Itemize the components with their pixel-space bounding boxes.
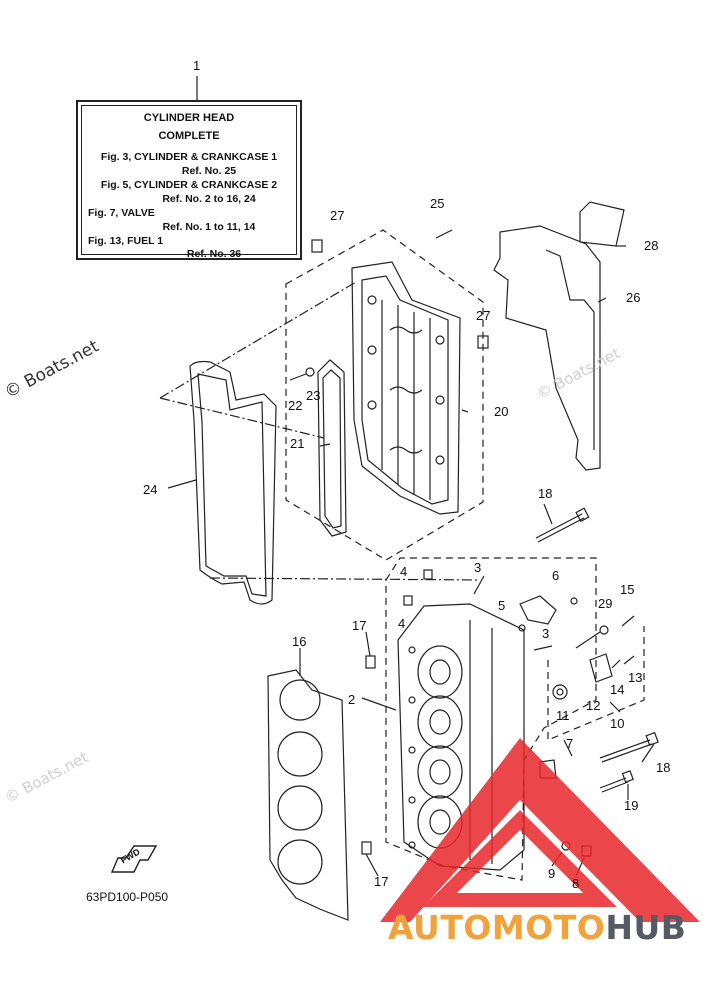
part-number-label: 13: [628, 670, 643, 685]
diagram-code: 63PD100-P050: [86, 890, 169, 904]
part-number-label: 5: [498, 598, 506, 613]
part-number-label: 11: [556, 708, 570, 723]
long-bolt-bottom: [599, 731, 659, 763]
part-number-label: 15: [620, 582, 635, 597]
sensor-assembly: [552, 625, 613, 700]
box-subtitle: COMPLETE: [158, 130, 220, 142]
part-number-label: 18: [656, 760, 671, 775]
part-number-label: 17: [374, 874, 389, 889]
part-number-label: 9: [548, 866, 556, 881]
part-number-label: 27: [476, 308, 491, 323]
cover-plate: [493, 201, 625, 471]
automotohub-logo: AUTOMOTOHUB: [388, 908, 686, 947]
part-number-label: 20: [494, 404, 509, 419]
fwd-label: FWD: [118, 846, 142, 866]
long-bolt-top: [535, 507, 590, 543]
part-number-label: 1: [193, 58, 201, 73]
part-number-label: 12: [586, 698, 601, 713]
part-number-label: 22: [288, 398, 303, 413]
thermostat-cover: [519, 595, 557, 625]
part-number-label: 17: [352, 618, 367, 633]
logo-triangle-icon: [380, 738, 700, 922]
bolt-19: [599, 770, 634, 793]
part-number-label: 4: [398, 616, 406, 631]
head-gasket-24: [189, 360, 277, 605]
box-ref-line: Fig. 5, CYLINDER & CRANKCASE 2: [100, 179, 278, 191]
part-number-label: 18: [538, 486, 553, 501]
part-number-label: 28: [644, 238, 659, 253]
fwd-arrow-icon: [110, 845, 158, 873]
part-number-label: 21: [290, 436, 305, 451]
box-ref-line: Fig. 3, CYLINDER & CRANKCASE 1: [100, 151, 278, 163]
part-number-label: 14: [610, 682, 625, 697]
head-dashed-outline: [385, 557, 597, 881]
part-number-label: 3: [542, 626, 550, 641]
box-ref-line: Fig. 7, VALVE: [88, 207, 155, 219]
part-number-label: 6: [552, 568, 560, 583]
part-number-label: 10: [610, 716, 625, 731]
part-number-label: 25: [430, 196, 445, 211]
box-title: CYLINDER HEAD: [143, 112, 235, 124]
part-number-label: 19: [624, 798, 639, 813]
box-ref-line: Ref. No. 25: [181, 165, 237, 177]
part-number-label: 26: [626, 290, 641, 305]
part-number-label: 4: [400, 564, 408, 579]
bolt-22: [289, 367, 315, 381]
part-number-label: 16: [292, 634, 307, 649]
logo-text-part1: AUTOMOTO: [388, 908, 606, 947]
part-number-label: 23: [306, 388, 321, 403]
part-number-label: 27: [330, 208, 345, 223]
cover-gasket: [317, 359, 347, 537]
cylinder-gasket: [267, 669, 349, 921]
part-number-label: 29: [598, 596, 613, 611]
part-number-label: 3: [474, 560, 482, 575]
part-number-label: 8: [572, 876, 580, 891]
logo-text-part2: HUB: [605, 908, 687, 947]
box-ref-line: Ref. No. 2 to 16, 24: [162, 193, 256, 205]
head-cover: [351, 261, 461, 515]
cover-dashed-outline: [285, 229, 484, 561]
cylinder-head-complete-box: CYLINDER HEAD COMPLETE Fig. 3, CYLINDER …: [76, 100, 302, 260]
part-number-label: 7: [566, 736, 574, 751]
part-number-label: 24: [143, 482, 158, 497]
box-ref-line: Ref. No. 36: [186, 248, 242, 260]
box-ref-line: Fig. 13, FUEL 1: [88, 235, 164, 247]
box-ref-line: Ref. No. 1 to 11, 14: [162, 221, 256, 233]
part-number-label: 2: [348, 692, 356, 707]
